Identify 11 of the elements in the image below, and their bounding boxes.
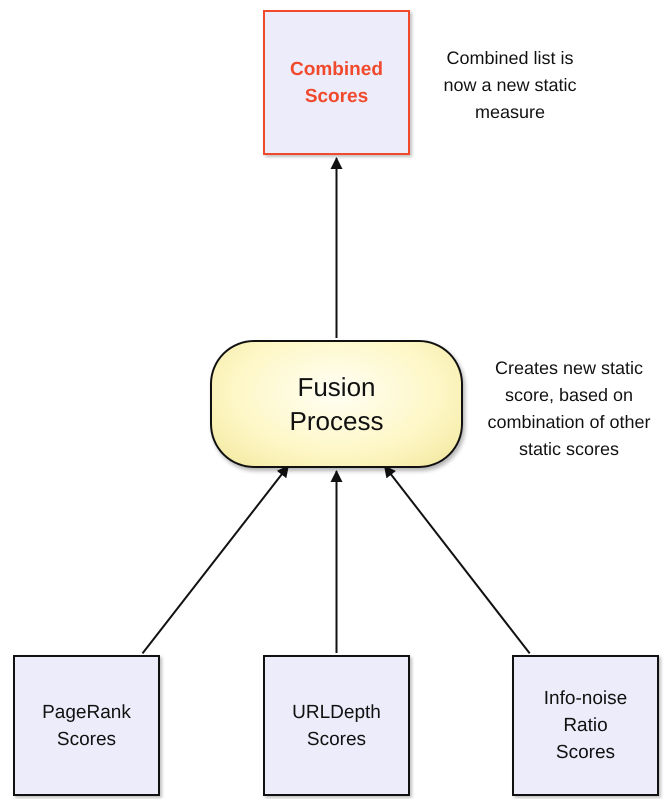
arrow bbox=[384, 465, 530, 654]
input-box: Info-noise Ratio Scores bbox=[512, 655, 659, 796]
arrow bbox=[330, 157, 342, 338]
input-box: URLDepth Scores bbox=[263, 655, 410, 796]
process-pill: Fusion Process bbox=[210, 340, 463, 468]
annotation-text: Combined list is now a new static measure bbox=[442, 47, 578, 124]
result-box: Combined Scores bbox=[263, 10, 410, 155]
annotation-text: Creates new static score, based on combination of other static scores bbox=[486, 357, 652, 461]
arrow bbox=[142, 465, 290, 654]
arrow bbox=[330, 470, 342, 653]
input-box: PageRank Scores bbox=[13, 655, 160, 796]
